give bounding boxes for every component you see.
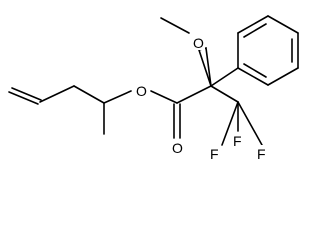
fluorine-left-label-bg bbox=[209, 145, 221, 161]
bond-terminal-vinyl-double-b bbox=[11, 87, 42, 101]
bond-ester-oxygen-to-carbonyl-carbon bbox=[150, 90, 178, 104]
methoxy-oxygen-label: O bbox=[193, 35, 204, 51]
bond-cf3-to-fluorine-right bbox=[237, 101, 263, 146]
carbonyl-oxygen-label: O bbox=[172, 140, 183, 156]
bond-cf3-to-fluorine-left bbox=[221, 101, 239, 146]
bond-carbonyl-to-stereocenter bbox=[176, 85, 212, 104]
phenyl-bond-3 bbox=[267, 15, 299, 34]
ester-oxygen-label: O bbox=[136, 83, 147, 99]
bond-ch-to-ester-oxygen bbox=[103, 90, 132, 104]
phenyl-bond-5 bbox=[267, 67, 299, 86]
fluorine-top-label-bg bbox=[232, 132, 244, 148]
methoxy-oxygen-label-bg bbox=[191, 34, 205, 50]
phenyl-bond-6 bbox=[237, 67, 269, 86]
bond-methyl-to-methoxy-oxygen bbox=[160, 17, 190, 34]
fluorine-right-label: F bbox=[257, 146, 266, 162]
ester-oxygen-label-bg bbox=[135, 82, 149, 98]
bond-terminal-vinyl-double-a bbox=[8, 91, 39, 105]
bond-stereocenter-to-phenyl bbox=[210, 67, 239, 87]
bond-allyl-ch2 bbox=[73, 85, 105, 104]
phenyl-bond-2 bbox=[237, 15, 269, 34]
phenyl-inner-double-1 bbox=[243, 23, 267, 38]
bond-stereocenter-to-cf3-carbon bbox=[210, 85, 239, 103]
fluorine-left-label: F bbox=[210, 146, 219, 162]
carbonyl-oxygen-label-bg bbox=[170, 139, 184, 155]
fluorine-right-label-bg bbox=[256, 145, 268, 161]
fluorine-top-label: F bbox=[233, 133, 242, 149]
wedge-stereocenter-to-methoxy-oxygen bbox=[197, 46, 212, 87]
bond-vinyl-to-allyl-ch bbox=[39, 85, 75, 103]
phenyl-inner-double-3 bbox=[243, 63, 267, 78]
molecule-structure: O O O F F F bbox=[8, 15, 299, 162]
